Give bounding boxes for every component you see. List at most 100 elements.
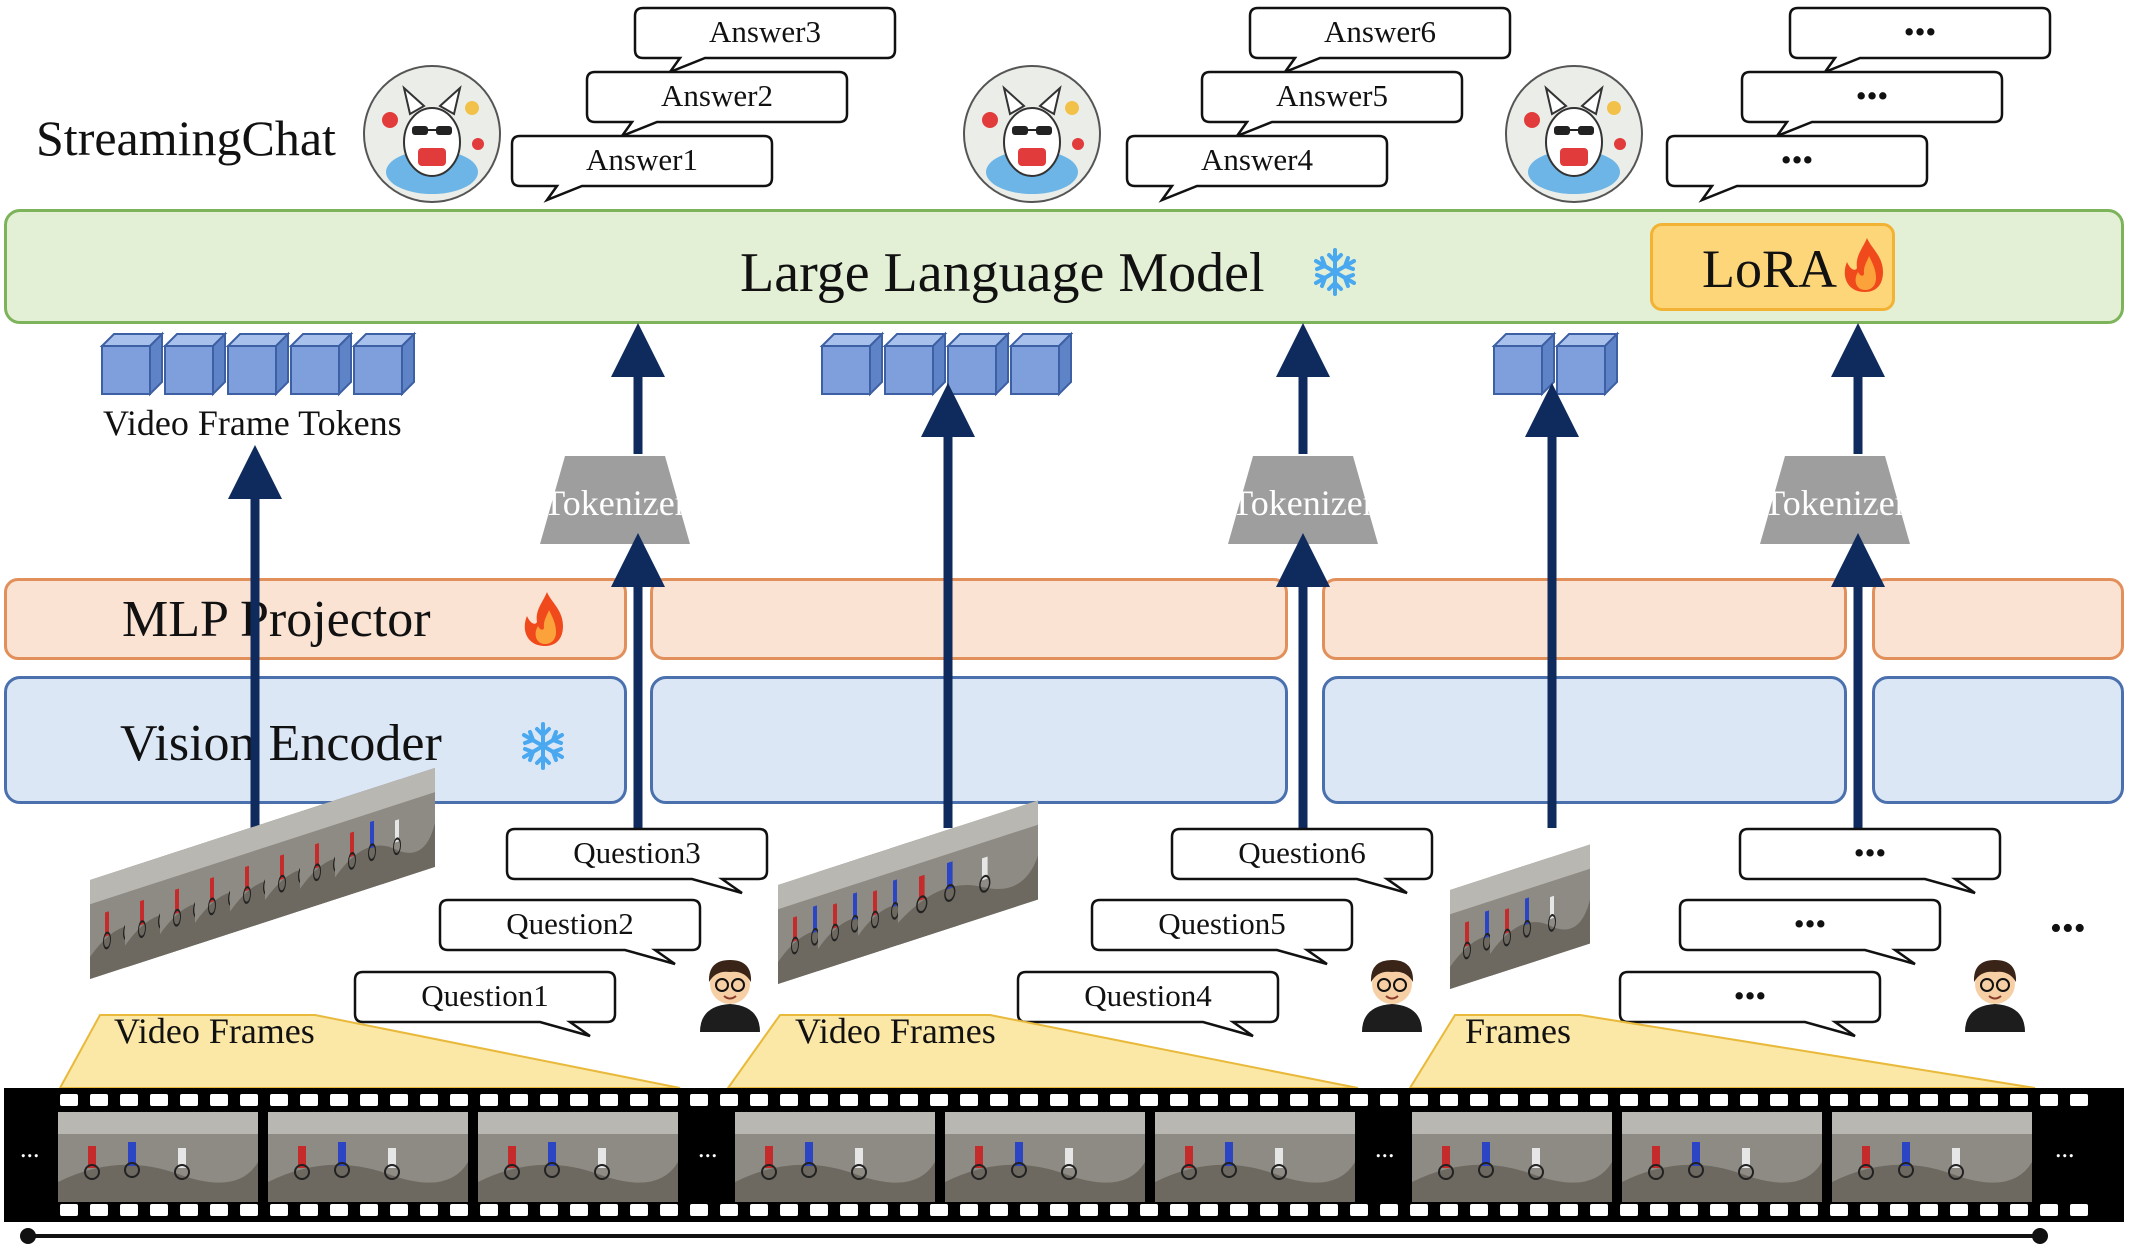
sprocket-hole [780,1094,798,1106]
sprocket-hole [240,1094,258,1106]
lora-label: LoRA [1702,239,1837,299]
sprocket-hole [2010,1094,2028,1106]
sprocket-hole [420,1204,438,1216]
sprocket-hole [1800,1094,1818,1106]
vision-encoder-block [1322,676,1847,804]
user-avatar [699,959,761,1033]
sprocket-hole [1590,1204,1608,1216]
mlp-projector-block [650,578,1288,660]
sprocket-hole [1830,1204,1848,1216]
video-frame-tokens-label: Video Frame Tokens [103,403,402,443]
assistant-avatar [963,65,1101,203]
question-text: Question6 [1238,835,1366,870]
sprocket-hole [1380,1094,1398,1106]
sprocket-hole [180,1094,198,1106]
sprocket-hole [720,1094,738,1106]
sprocket-hole [990,1094,1008,1106]
sprocket-hole [300,1204,318,1216]
sprocket-hole [1140,1094,1158,1106]
user-avatar [1964,959,2026,1033]
sprocket-hole [600,1094,618,1106]
timeline-end [2032,1228,2048,1244]
sprocket-hole [810,1204,828,1216]
mlp-projector-block [1322,578,1847,660]
sprocket-hole [1770,1094,1788,1106]
sprocket-hole [1380,1204,1398,1216]
sprocket-hole [2040,1094,2058,1106]
sprocket-hole [360,1204,378,1216]
sprocket-hole [1230,1094,1248,1106]
question-text: Question5 [1158,906,1286,941]
vision-encoder-block [4,676,627,804]
question-text: ••• [1793,906,1827,941]
sprocket-hole [1980,1204,1998,1216]
sprocket-hole [1560,1094,1578,1106]
sprocket-hole [930,1204,948,1216]
sprocket-hole [1680,1204,1698,1216]
mlp-projector-label: MLP Projector [122,591,431,648]
sprocket-hole [1290,1094,1308,1106]
assistant-avatar [363,65,501,203]
sprocket-hole [300,1094,318,1106]
sprocket-hole [960,1094,978,1106]
sprocket-hole [270,1094,288,1106]
sprocket-hole [1350,1204,1368,1216]
vision-encoder-label: Vision Encoder [120,715,442,772]
answer-text: Answer6 [1324,14,1436,49]
sprocket-hole [840,1094,858,1106]
sprocket-hole [180,1204,198,1216]
sprocket-hole [1320,1094,1338,1106]
sprocket-hole [1530,1094,1548,1106]
filmstrip-frame [734,1111,936,1203]
sprocket-hole [1920,1094,1938,1106]
sprocket-hole [2010,1204,2028,1216]
sprocket-hole [1740,1204,1758,1216]
sprocket-hole [1950,1094,1968,1106]
sprocket-hole [1290,1204,1308,1216]
sprocket-hole [120,1204,138,1216]
sprocket-hole [660,1094,678,1106]
question-text: Question1 [421,978,549,1013]
filmstrip-frame [1154,1111,1356,1203]
app-title: StreamingChat [36,110,336,166]
filmstrip-frame [477,1111,679,1203]
llm-label: Large Language Model [740,242,1265,304]
sprocket-hole [90,1204,108,1216]
sprocket-hole [1170,1204,1188,1216]
sprocket-hole [1680,1094,1698,1106]
sprocket-hole [60,1094,78,1106]
sprocket-hole [1650,1094,1668,1106]
sprocket-hole [1890,1204,1908,1216]
vision-encoder-block [650,676,1288,804]
sprocket-hole [2070,1204,2088,1216]
snowflake-icon [522,722,564,770]
filmstrip-frame [267,1111,469,1203]
answer-text: Answer1 [586,142,698,177]
sprocket-hole [2070,1094,2088,1106]
sprocket-hole [1410,1094,1428,1106]
lora-block [1650,223,1895,311]
sprocket-hole [660,1204,678,1216]
sprocket-hole [390,1094,408,1106]
sprocket-hole [1500,1204,1518,1216]
sprocket-hole [2040,1204,2058,1216]
sprocket-hole [900,1204,918,1216]
sprocket-hole [1800,1204,1818,1216]
sprocket-hole [1530,1204,1548,1216]
flame-icon [524,592,563,646]
sprocket-hole [1410,1204,1428,1216]
filmstrip-ellipsis: ... [20,1134,40,1163]
sprocket-hole [1950,1204,1968,1216]
mlp-projector-block [1872,578,2124,660]
sprocket-hole [990,1204,1008,1216]
sprocket-hole [1890,1094,1908,1106]
sprocket-hole [450,1094,468,1106]
filmstrip-frame [1831,1111,2033,1203]
sprocket-hole [750,1094,768,1106]
filmstrip-ellipsis: ... [2055,1134,2075,1163]
sprocket-hole [570,1204,588,1216]
timeline-start [20,1228,36,1244]
sprocket-hole [840,1204,858,1216]
mlp-projector-block [4,578,627,660]
answer-text: ••• [1903,14,1937,49]
